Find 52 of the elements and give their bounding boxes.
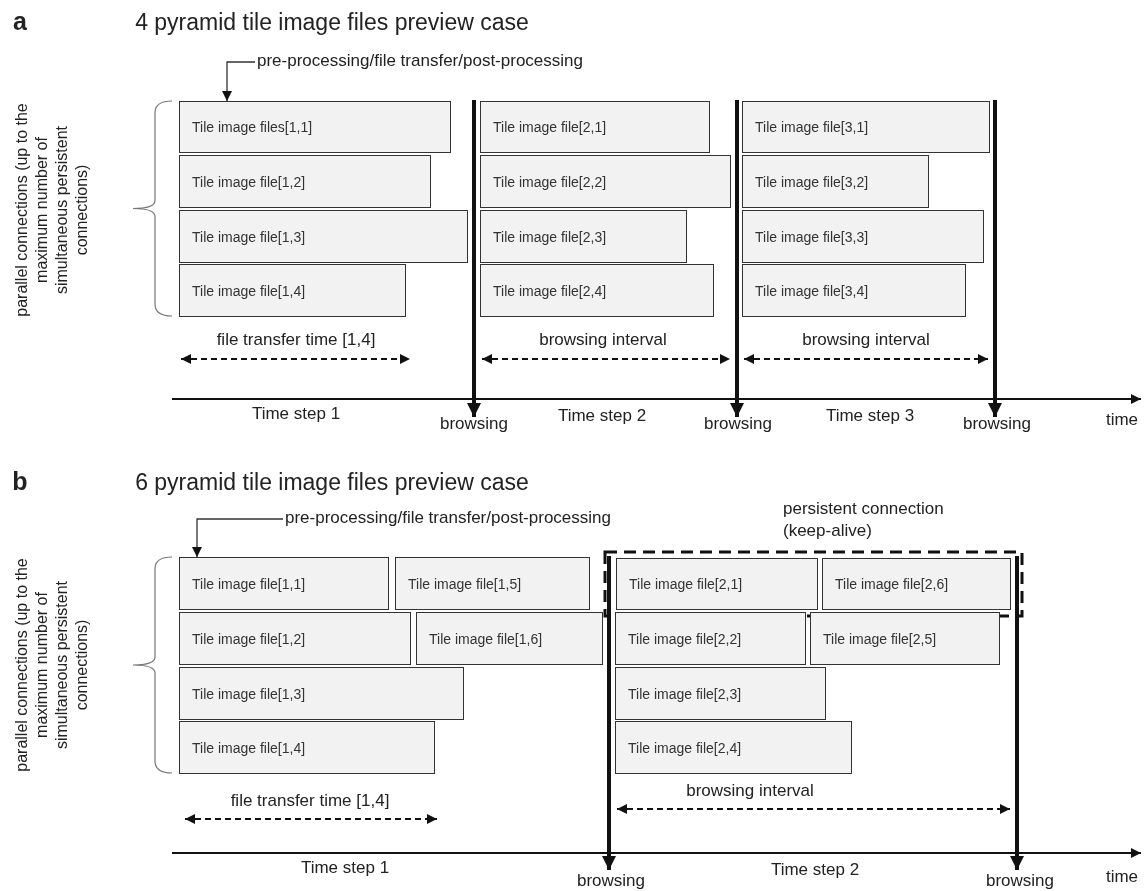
axis-title: parallel connections (up to the maximum number of simultaneous persistent connections) <box>12 102 91 319</box>
axis-label: time <box>1105 410 1139 430</box>
leader-line <box>192 518 284 558</box>
transfer-bar: Tile image file[1,4] <box>179 721 435 774</box>
axis-label: time <box>1105 867 1139 887</box>
transfer-bar: Tile image file[2,4] <box>615 721 852 774</box>
transfer-bar: Tile image file[1,1] <box>179 557 389 610</box>
axis-label: Time step 1 <box>251 404 341 424</box>
transfer-bar: Tile image file[2,3] <box>480 210 687 263</box>
transfer-bar: Tile image file[3,3] <box>742 210 984 263</box>
axis-label: browsing <box>704 414 772 434</box>
axis-label: Time step 2 <box>770 860 860 880</box>
transfer-bar: Tile image file[2,1] <box>616 558 818 610</box>
group-heading: persistent connection (keep-alive) <box>783 498 945 543</box>
transfer-bar: Tile image file[3,2] <box>742 155 929 208</box>
panel-title: 6 pyramid tile image files preview case <box>135 468 529 496</box>
panel-letter: b <box>12 466 28 496</box>
leader-label: pre-processing/file transfer/post-processing <box>257 51 617 73</box>
leader-label: pre-processing/file transfer/post-processing <box>285 508 645 530</box>
dimension-label: browsing interval <box>539 330 667 350</box>
transfer-bar: Tile image file[3,4] <box>742 264 966 317</box>
transfer-bar: Tile image file[3,1] <box>742 101 990 153</box>
dimension-label: file transfer time [1,4] <box>216 330 376 350</box>
transfer-bar: Tile image file[2,5] <box>810 612 1000 665</box>
dimension-label: file transfer time [1,4] <box>230 791 390 811</box>
transfer-bar: Tile image file[2,6] <box>822 558 1011 610</box>
panel-letter: a <box>13 6 27 36</box>
transfer-bar: Tile image file[1,5] <box>395 557 590 610</box>
dimension-label: browsing interval <box>802 330 930 350</box>
transfer-bar: Tile image file[1,2] <box>179 612 411 665</box>
axis-label: browsing <box>986 871 1054 891</box>
axis-label: Time step 2 <box>557 406 647 426</box>
transfer-bar: Tile image file[1,2] <box>179 155 431 208</box>
axis-label: browsing <box>440 414 508 434</box>
leader-line <box>222 61 256 102</box>
transfer-bar: Tile image file[2,4] <box>480 264 714 317</box>
transfer-bar: Tile image files[1,1] <box>179 101 451 153</box>
transfer-bar: Tile image file[1,6] <box>416 612 603 665</box>
axis-label: Time step 3 <box>825 406 915 426</box>
transfer-bar: Tile image file[2,3] <box>615 667 826 720</box>
panel-title: 4 pyramid tile image files preview case <box>135 8 529 36</box>
axis-label: browsing <box>963 414 1031 434</box>
axis-title: parallel connections (up to the maximum number of simultaneous persistent connections) <box>12 557 91 774</box>
axis-label: Time step 1 <box>300 858 390 878</box>
transfer-bar: Tile image file[2,2] <box>615 612 806 665</box>
transfer-bar: Tile image file[1,4] <box>179 264 406 317</box>
transfer-bar: Tile image file[2,1] <box>480 101 710 153</box>
transfer-bar: Tile image file[2,2] <box>480 155 731 208</box>
axis-label: browsing <box>577 871 645 891</box>
dimension-label: browsing interval <box>686 781 814 801</box>
transfer-bar: Tile image file[1,3] <box>179 210 468 263</box>
transfer-bar: Tile image file[1,3] <box>179 667 464 720</box>
